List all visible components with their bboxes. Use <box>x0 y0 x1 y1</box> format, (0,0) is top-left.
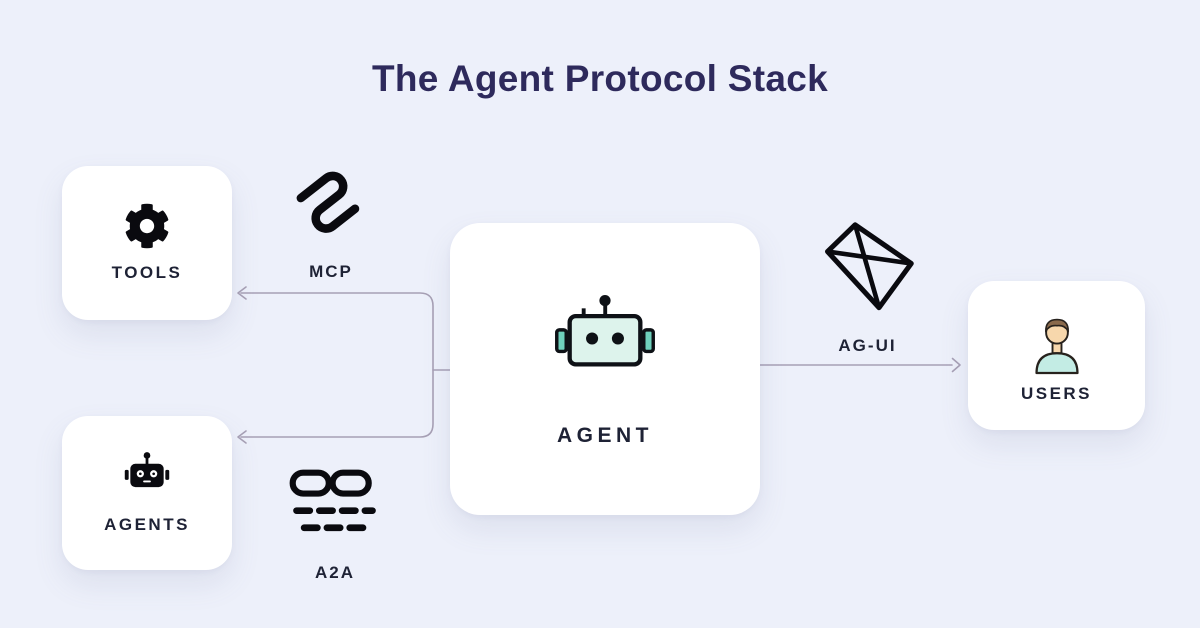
users-card: USERS <box>968 281 1145 430</box>
kite-icon <box>824 222 914 311</box>
agents-card: AGENTS <box>62 416 232 570</box>
tools-card: TOOLS <box>62 166 232 320</box>
mcp-label: MCP <box>309 262 353 281</box>
users-label: USERS <box>1020 383 1093 403</box>
edge-agent-to-agents <box>240 369 434 438</box>
page-title: The Agent Protocol Stack <box>371 58 829 99</box>
arrowhead-tools <box>237 286 247 300</box>
mcp-scribble-icon <box>296 171 360 233</box>
arrowhead-agents <box>237 430 247 444</box>
gear-icon <box>125 203 169 249</box>
tools-label: TOOLS <box>111 263 183 282</box>
a2a-label: A2A <box>314 563 355 582</box>
robot-head-icon <box>555 294 655 367</box>
edge-agent-to-tools <box>240 292 451 371</box>
person-icon <box>1034 318 1079 374</box>
agent-card: AGENT <box>450 223 760 515</box>
agents-label: AGENTS <box>104 515 190 534</box>
agui-label: AG-UI <box>838 336 897 355</box>
agent-label: AGENT <box>557 423 653 447</box>
robot-icon <box>124 452 170 488</box>
arrowhead-users <box>951 357 961 373</box>
chain-link-icon <box>289 469 376 532</box>
